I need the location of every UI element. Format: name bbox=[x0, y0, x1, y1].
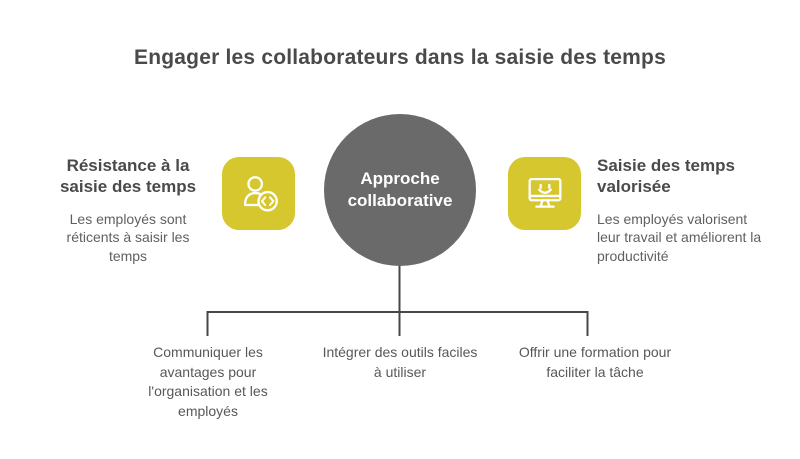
benefit-block: Saisie des temps valorisée Les employés … bbox=[597, 155, 772, 266]
challenge-block: Résistance à la saisie des temps Les emp… bbox=[50, 155, 206, 266]
page-title: Engager les collaborateurs dans la saisi… bbox=[134, 46, 666, 69]
challenge-body: Les employés sont réticents à saisir les… bbox=[66, 210, 190, 265]
happy-monitor-icon bbox=[508, 157, 581, 230]
central-circle: Approche collaborative bbox=[324, 114, 476, 266]
action-item: Communiquer les avantages pour l'organis… bbox=[148, 344, 268, 419]
user-code-icon bbox=[222, 157, 295, 230]
challenge-heading: Résistance à la saisie des temps bbox=[59, 156, 197, 197]
central-circle-label: Approche collaborative bbox=[347, 168, 453, 210]
benefit-heading: Saisie des temps valorisée bbox=[597, 156, 735, 197]
action-item: Offrir une formation pour faciliter la t… bbox=[518, 344, 672, 380]
action-item: Intégrer des outils faciles à utiliser bbox=[322, 344, 478, 380]
benefit-body: Les employés valorisent leur travail et … bbox=[597, 210, 762, 265]
